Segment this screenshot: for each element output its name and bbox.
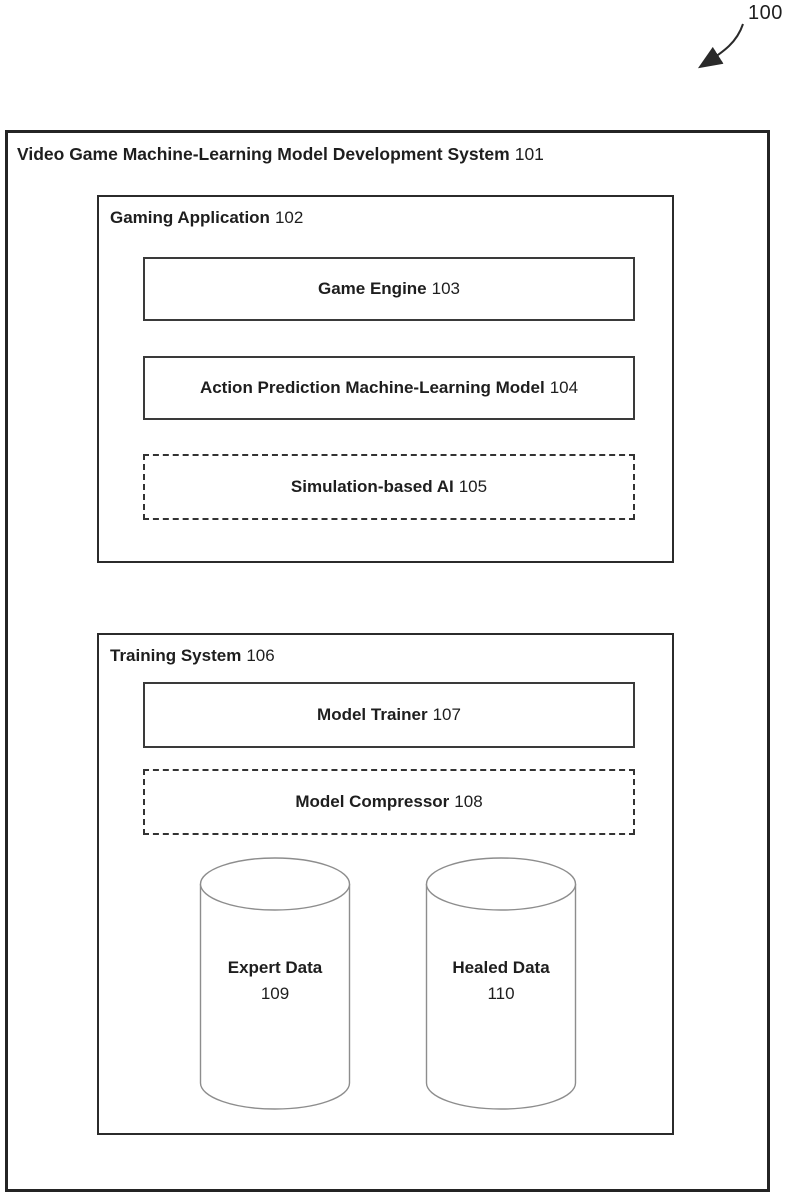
- database-cylinder-icon: [199, 857, 351, 1110]
- gaming-application-label: Gaming Application: [110, 208, 270, 227]
- action-prediction-model-label: Action Prediction Machine-Learning Model: [199, 378, 545, 397]
- model-trainer-label: Model Trainer: [317, 705, 428, 724]
- training-system-ref: 106: [246, 646, 275, 665]
- action-prediction-model-ref: 104: [549, 378, 579, 397]
- system-box-ref: 101: [514, 144, 544, 164]
- action-prediction-model-text: Action Prediction Machine-Learning Model…: [200, 378, 578, 398]
- figure-reference-arrow-icon: [697, 23, 744, 69]
- system-box-title: Video Game Machine-Learning Model Develo…: [8, 133, 767, 165]
- model-compressor-ref: 108: [454, 792, 483, 811]
- simulation-based-ai-label: Simulation-based AI: [290, 477, 454, 496]
- healed-data-label: Healed Data: [452, 957, 550, 977]
- healed-data-datastore: Healed Data 110: [425, 856, 577, 1112]
- expert-data-label: Expert Data: [227, 957, 323, 977]
- gaming-application-ref: 102: [274, 208, 304, 227]
- game-engine-ref: 103: [431, 279, 460, 298]
- healed-data-ref: 110: [487, 984, 515, 1003]
- system-box-label: Video Game Machine-Learning Model Develo…: [17, 144, 510, 164]
- database-cylinder-icon: [425, 857, 577, 1110]
- expert-data-datastore: Expert Data 109: [199, 856, 351, 1112]
- game-engine-label: Game Engine: [317, 279, 427, 298]
- system-box: Video Game Machine-Learning Model Develo…: [5, 130, 770, 1192]
- expert-data-ref: 109: [260, 984, 290, 1003]
- model-compressor-label: Model Compressor: [295, 792, 450, 811]
- model-trainer-ref: 107: [432, 705, 461, 724]
- training-system-label: Training System: [110, 646, 242, 665]
- simulation-based-ai-ref: 105: [458, 477, 488, 496]
- figure-reference-number: 100: [748, 2, 783, 24]
- action-prediction-model-box: Action Prediction Machine-Learning Model…: [143, 356, 635, 420]
- expert-data-text: Expert Data 109: [199, 856, 351, 1112]
- healed-data-text: Healed Data 110: [425, 856, 577, 1112]
